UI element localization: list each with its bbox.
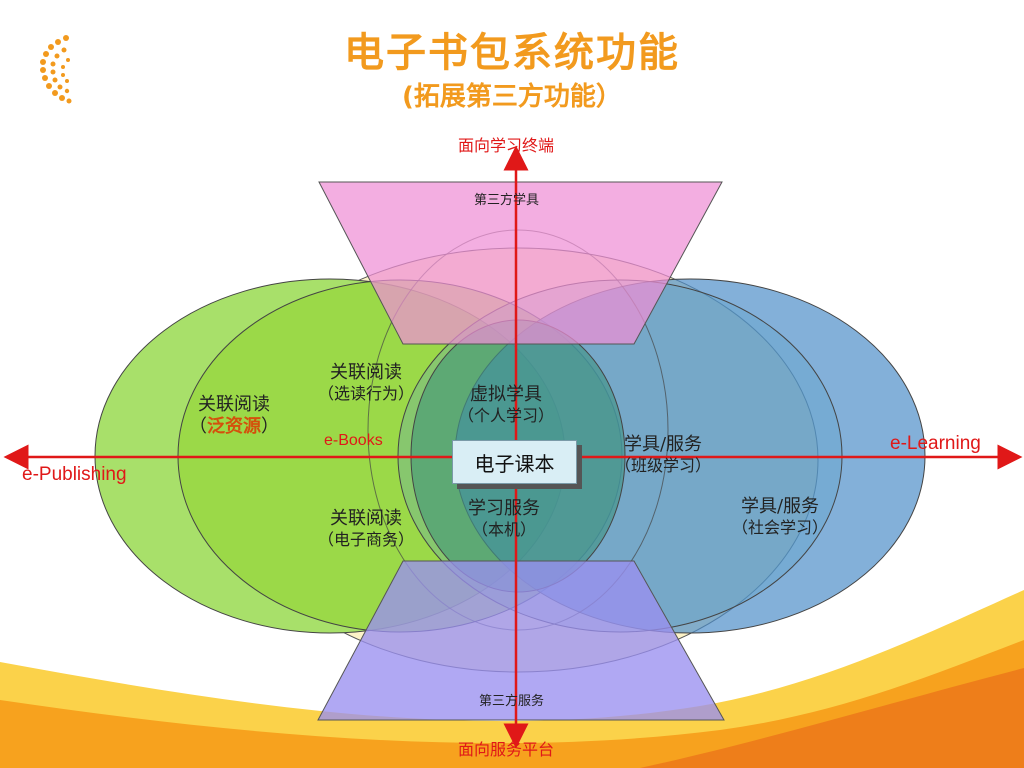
center-top-line1: 虚拟学具 (470, 384, 542, 405)
axis-label-right: e-Learning (890, 433, 981, 454)
center-bottom-line2: （本机） (471, 520, 536, 539)
inner-left-top-label: 关联阅读 （选读行为） (318, 362, 414, 404)
inner-left-bottom-line1: 关联阅读 (330, 508, 402, 529)
bottom-purple-trapezoid (317, 560, 725, 721)
inner-right-line1: 学具/服务 (623, 434, 703, 455)
page-title: 电子书包系统功能 (344, 30, 680, 76)
outer-left-line2: （泛资源） (189, 416, 279, 438)
inner-left-top-line1: 关联阅读 (330, 362, 402, 383)
outer-right-line1: 学具/服务 (740, 496, 820, 517)
outer-left-label: 关联阅读 （泛资源） (189, 394, 279, 438)
top-pink-trapezoid (318, 181, 723, 345)
center-bottom-line1: 学习服务 (468, 498, 540, 519)
inner-left-bottom-line2: （电子商务） (318, 530, 415, 549)
paren-close: ） (261, 416, 279, 437)
paren-open: （ (189, 416, 207, 437)
center-top-line2: （个人学习） (458, 406, 555, 425)
third-party-tools-label: 第三方学具 (474, 193, 540, 208)
e-textbook-label: 电子课本 (474, 451, 555, 476)
page-subtitle: (拓展第三方功能） (402, 82, 622, 112)
inner-right-line2: （班级学习） (615, 456, 712, 475)
ebooks-label: e-Books (324, 432, 383, 449)
axis-label-bottom: 面向服务平台 (458, 742, 555, 759)
highlight-text: 泛资源 (207, 416, 261, 437)
inner-left-top-line2: （选读行为） (318, 384, 415, 403)
logo-icon (40, 35, 72, 104)
axis-label-left: e-Publishing (22, 464, 127, 485)
center-bottom-label: 学习服务 （本机） (468, 498, 540, 540)
outer-right-line2: （社会学习） (732, 518, 829, 537)
e-textbook-box: 电子课本 (452, 440, 577, 484)
inner-left-bottom-label: 关联阅读 （电子商务） (318, 508, 414, 550)
inner-right-label: 学具/服务 （班级学习） (615, 434, 711, 476)
outer-right-label: 学具/服务 （社会学习） (732, 496, 828, 538)
outer-left-line1: 关联阅读 (198, 394, 270, 415)
axis-label-top: 面向学习终端 (458, 138, 555, 155)
center-top-label: 虚拟学具 （个人学习） (458, 384, 554, 426)
third-party-services-label: 第三方服务 (479, 694, 545, 709)
